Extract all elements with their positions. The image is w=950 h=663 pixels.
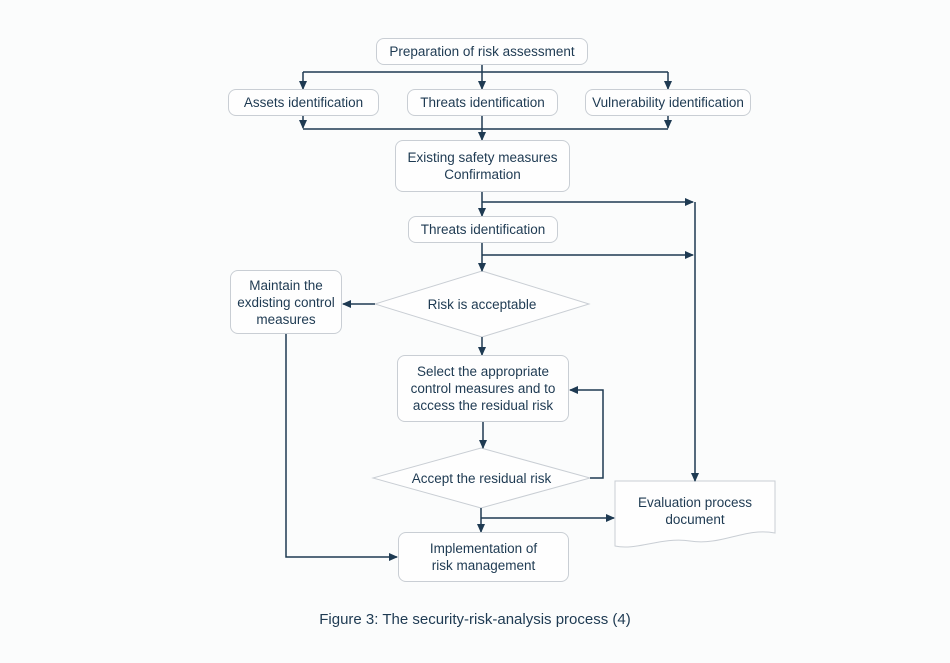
node-select-appropriate-control-measures: Select the appropriate control measures … xyxy=(397,355,569,422)
node-maintain-existing-control-measures: Maintain the exdisting control measures xyxy=(230,270,342,334)
node-label-line: Implementation of xyxy=(429,541,538,556)
figure-caption: Figure 3: The security-risk-analysis pro… xyxy=(319,611,631,628)
node-label: Assets identification xyxy=(243,95,364,110)
decision-diamond-risk-acceptable xyxy=(373,270,591,338)
node-label-line: Confirmation xyxy=(444,167,521,182)
document-shape-evaluation-process xyxy=(614,480,776,548)
node-implementation-of-risk-management: Implementation of risk management xyxy=(398,532,569,582)
node-threats-identification-mid: Threats identification xyxy=(408,216,558,243)
node-label-line: Existing safety measures xyxy=(407,150,558,165)
node-vulnerability-identification: Vulnerability identification xyxy=(585,89,751,116)
connector-lines xyxy=(285,65,699,561)
node-label-line: access the residual risk xyxy=(412,398,554,413)
node-label: Threats identification xyxy=(420,95,545,110)
node-label-line: Maintain the xyxy=(249,277,323,293)
node-existing-safety-measures-confirmation: Existing safety measures Confirmation xyxy=(395,140,570,192)
node-label-line: exdisting control xyxy=(237,294,335,310)
node-assets-identification: Assets identification xyxy=(228,89,379,116)
decision-diamond-accept-residual-risk xyxy=(371,447,592,509)
node-threats-identification-top: Threats identification xyxy=(407,89,558,116)
node-label-line: measures xyxy=(256,311,316,327)
node-label: Vulnerability identification xyxy=(592,95,744,110)
node-label: Preparation of risk assessment xyxy=(389,44,575,59)
node-label-line: control measures and to xyxy=(410,381,556,396)
node-label: Threats identification xyxy=(420,222,546,237)
node-preparation-of-risk-assessment: Preparation of risk assessment xyxy=(376,38,588,65)
node-label-line: risk management xyxy=(431,558,536,573)
node-label-line: Select the appropriate xyxy=(416,364,550,379)
